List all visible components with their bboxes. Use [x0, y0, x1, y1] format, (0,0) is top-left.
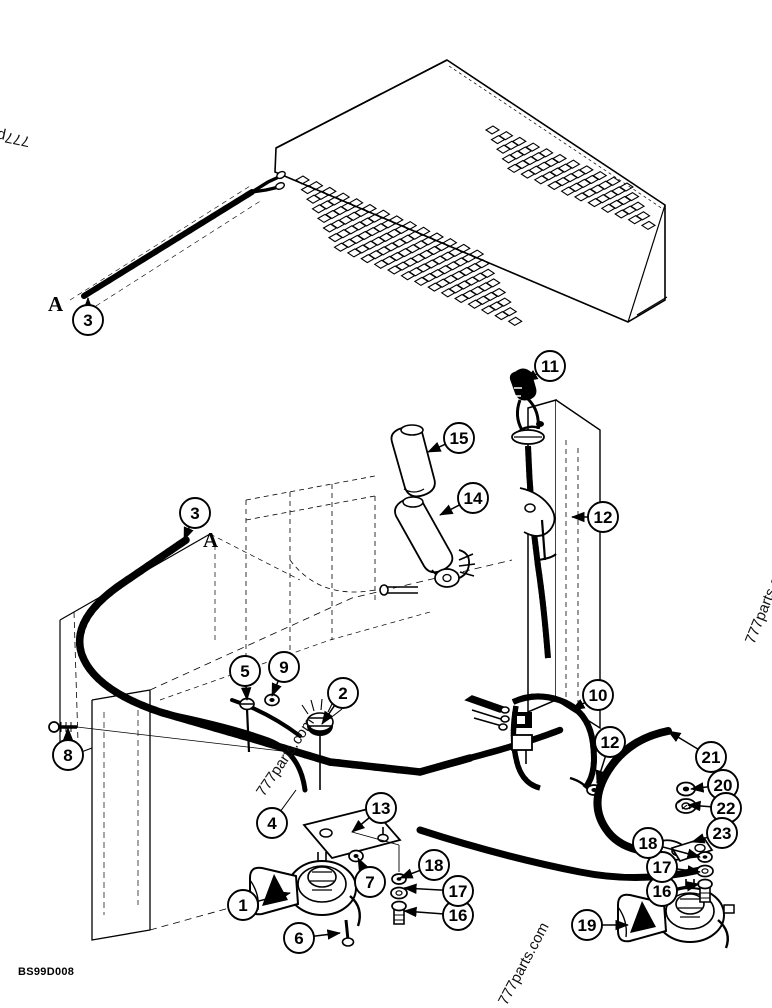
callout-number: 20 — [714, 776, 733, 795]
mirror-assembly — [245, 424, 476, 660]
callout-number: 16 — [653, 882, 672, 901]
callout-20-nut-terminal[interactable]: 20 — [690, 769, 739, 801]
callout-circle — [594, 726, 626, 758]
horn-left-part-1 — [249, 849, 364, 947]
callout-circle — [227, 889, 259, 921]
arm-part-14 — [379, 496, 476, 596]
callout-17-washer-left[interactable]: 17 — [403, 875, 474, 907]
callout-number: 22 — [717, 799, 736, 818]
callout-circle — [229, 655, 261, 687]
callout-number: 10 — [589, 686, 608, 705]
callout-22-lock-washer[interactable]: 22 — [687, 792, 742, 824]
callout-number: 4 — [267, 814, 277, 833]
callout-number: 6 — [294, 929, 303, 948]
callout-number: 11 — [541, 357, 559, 376]
callout-number: 7 — [365, 873, 374, 892]
callout-circle — [354, 866, 386, 898]
cab-post-right — [527, 399, 601, 730]
callout-circle — [571, 909, 603, 941]
callout-circle — [52, 739, 84, 771]
callout-number: 23 — [713, 824, 732, 843]
callout-number: 16 — [449, 906, 468, 925]
vent-grille-left — [294, 175, 523, 326]
grip-part-15 — [390, 424, 436, 498]
callout-circle — [443, 422, 475, 454]
callout-number: 17 — [653, 858, 672, 877]
callout-circle — [706, 817, 738, 849]
callout-7-horn-nut[interactable]: 7 — [354, 857, 386, 898]
callout-11-connector-upper[interactable]: 11 — [524, 350, 566, 382]
braided-strap-12 — [519, 445, 557, 659]
callout-number: 3 — [83, 311, 92, 330]
callout-3-harness-detail[interactable]: 3 — [72, 297, 104, 336]
callout-number: 13 — [372, 799, 391, 818]
callout-number: 12 — [601, 733, 620, 752]
callout-circle — [582, 679, 614, 711]
callout-number: 18 — [425, 856, 444, 875]
screw-part-8 — [48, 721, 291, 753]
callout-number: 9 — [279, 658, 288, 677]
callout-circle — [587, 501, 619, 533]
callout-18-nut-left[interactable]: 18 — [399, 849, 450, 881]
callout-10-ground-cable[interactable]: 10 — [571, 679, 614, 711]
callout-number: 14 — [464, 489, 483, 508]
callout-circle — [418, 849, 450, 881]
callout-circle — [442, 875, 474, 907]
callout-9-washer[interactable]: 9 — [268, 651, 300, 697]
callout-number: 8 — [63, 746, 72, 765]
callout-21-battery-cable[interactable]: 21 — [667, 730, 727, 773]
callout-2-grommet-switch[interactable]: 2 — [321, 677, 359, 725]
callout-circle — [72, 304, 104, 336]
connector-part-11 — [509, 368, 545, 445]
callout-12-tie-strap-upper[interactable]: 12 — [571, 501, 619, 533]
callout-3-harness-main[interactable]: 3 — [179, 497, 211, 541]
harness-detail-view — [69, 170, 286, 307]
callout-number: 1 — [238, 896, 247, 915]
vent-grille-right — [484, 125, 657, 231]
drawing-code: BS99D008 — [18, 966, 75, 978]
callout-circle — [268, 651, 300, 683]
callout-number: 15 — [450, 429, 469, 448]
callout-circle — [327, 677, 359, 709]
callout-19-horn-right[interactable]: 19 — [571, 909, 629, 941]
callout-6-horn-bolt[interactable]: 6 — [283, 922, 341, 954]
callout-16-bolt-right[interactable]: 16 — [646, 875, 700, 907]
callout-14-mirror-arm[interactable]: 14 — [439, 482, 489, 516]
callout-17-washer-right[interactable]: 17 — [646, 851, 701, 883]
callout-13-horn-bracket[interactable]: 13 — [351, 792, 397, 833]
callout-circle — [365, 792, 397, 824]
callout-12-tie-strap-lower[interactable]: 12 — [594, 726, 626, 784]
callout-18-nut-right[interactable]: 18 — [632, 827, 701, 859]
callout-circle — [256, 807, 288, 839]
callout-circle — [534, 350, 566, 382]
callout-number: 18 — [639, 834, 658, 853]
callout-15-mirror-grip[interactable]: 15 — [427, 422, 475, 454]
hardware-stack-right — [696, 851, 714, 903]
callout-number: 12 — [594, 508, 613, 527]
callout-1-horn-left[interactable]: 1 — [227, 889, 291, 921]
callout-number: 3 — [190, 504, 199, 523]
callout-number: 19 — [578, 916, 597, 935]
callout-circle — [457, 482, 489, 514]
callout-number: 5 — [240, 662, 249, 681]
callout-number: 21 — [702, 748, 721, 767]
callout-number: 2 — [338, 684, 347, 703]
callout-4-harness-clip[interactable]: 4 — [256, 789, 297, 839]
section-letter-a-detail: A — [48, 292, 64, 316]
callout-circle — [646, 851, 678, 883]
callout-circle — [632, 827, 664, 859]
callout-8-screw[interactable]: 8 — [52, 727, 84, 771]
callout-23-ground-strap[interactable]: 23 — [691, 817, 738, 849]
callout-circle — [695, 741, 727, 773]
callout-5-terminal-screw[interactable]: 5 — [229, 655, 261, 701]
cab-canopy — [274, 59, 668, 323]
callout-circle — [179, 497, 211, 529]
callout-circle — [283, 922, 315, 954]
section-letter-a-main: A — [203, 528, 219, 552]
callout-number: 17 — [449, 882, 468, 901]
cab-frame — [59, 533, 513, 941]
